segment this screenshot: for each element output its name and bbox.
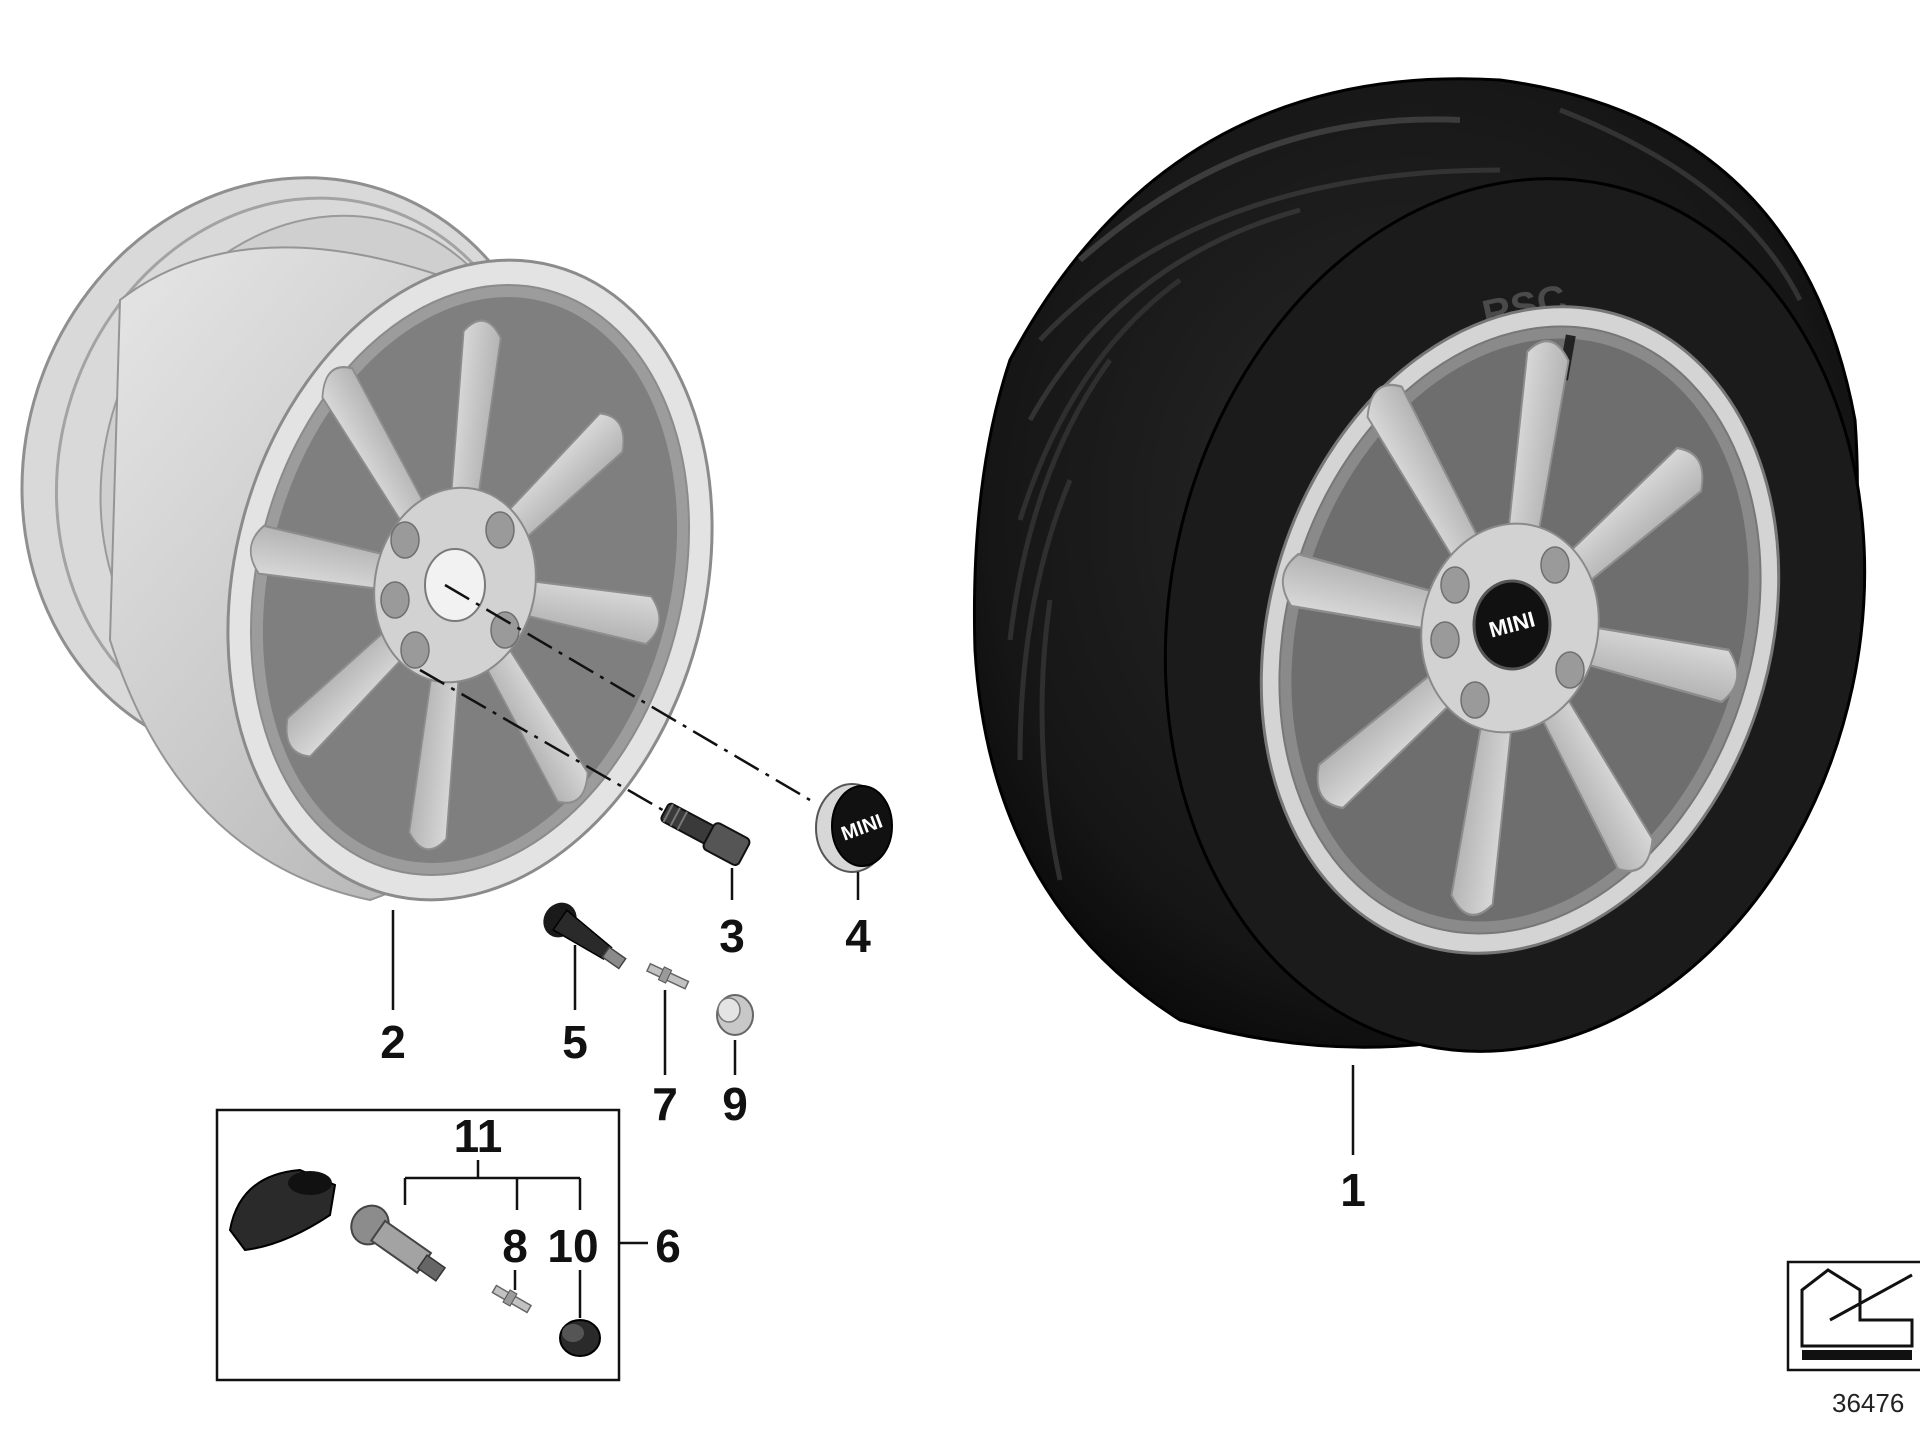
leader-lines bbox=[391, 868, 1355, 1318]
hub-cap-icon: MINI bbox=[815, 783, 893, 873]
wheel-rim-icon bbox=[20, 176, 714, 902]
sensor-valve-icon bbox=[350, 1204, 447, 1282]
callout-4: 4 bbox=[845, 910, 871, 962]
callout-7: 7 bbox=[652, 1078, 678, 1130]
callout-3: 3 bbox=[719, 910, 745, 962]
sensor-valve-core-icon bbox=[491, 1284, 533, 1314]
wheel-bolt-icon bbox=[660, 802, 751, 866]
callout-5: 5 bbox=[562, 1016, 588, 1068]
valve-cap-icon bbox=[716, 994, 754, 1036]
callout-8: 8 bbox=[502, 1220, 528, 1272]
tpms-sensor-icon bbox=[228, 1168, 337, 1252]
callout-1: 1 bbox=[1340, 1164, 1366, 1216]
callout-9: 9 bbox=[722, 1078, 748, 1130]
sensor-valve-cap-icon bbox=[559, 1319, 601, 1357]
corner-stamp-icon bbox=[1786, 1260, 1920, 1372]
callout-10: 10 bbox=[547, 1220, 598, 1272]
document-number: 36476 bbox=[1832, 1388, 1904, 1418]
tire-valve-icon bbox=[543, 902, 627, 970]
tire-wheel-icon: RSC MINI bbox=[972, 77, 1867, 1053]
callout-6: 6 bbox=[655, 1220, 681, 1272]
valve-core-icon bbox=[645, 962, 690, 990]
callout-11: 11 bbox=[454, 1110, 503, 1162]
kit-box bbox=[215, 1108, 621, 1382]
callout-2: 2 bbox=[380, 1016, 406, 1068]
